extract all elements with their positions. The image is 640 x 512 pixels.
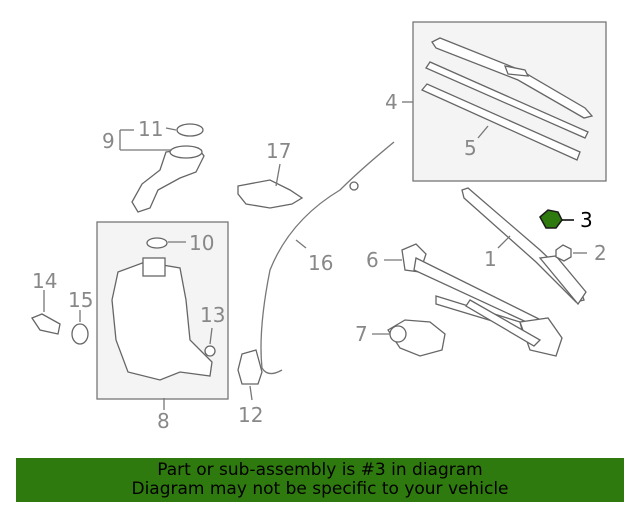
banner-line-2: Diagram may not be specific to your vehi… xyxy=(131,479,509,499)
grommet-part[interactable] xyxy=(204,345,216,357)
callout-14: 14 xyxy=(32,269,57,293)
filler-pipe-part[interactable] xyxy=(131,145,205,213)
callout-3: 3 xyxy=(580,208,593,232)
wiper-blade-part[interactable] xyxy=(420,37,594,161)
callout-13: 13 xyxy=(200,303,225,327)
callout-11: 11 xyxy=(138,117,163,141)
callout-4: 4 xyxy=(385,90,398,114)
callout-1: 1 xyxy=(484,247,497,271)
tank-cap-part[interactable] xyxy=(146,237,168,249)
leader-lines xyxy=(43,101,587,410)
wiper-linkage-part[interactable] xyxy=(401,243,563,357)
callout-10: 10 xyxy=(189,231,214,255)
washer-hose-part[interactable] xyxy=(260,141,395,375)
callout-12: 12 xyxy=(238,403,263,427)
bracket-part[interactable] xyxy=(237,179,304,209)
info-banner: Part or sub-assembly is #3 in diagram Di… xyxy=(16,458,624,502)
wiper-motor-part[interactable] xyxy=(387,319,446,357)
callout-5: 5 xyxy=(464,136,477,160)
pivot-cap-part[interactable] xyxy=(539,209,563,229)
callout-6: 6 xyxy=(366,248,379,272)
callout-17: 17 xyxy=(266,139,291,163)
wiper-arm-part[interactable] xyxy=(461,187,587,306)
level-sensor-part[interactable] xyxy=(31,313,61,335)
callout-2: 2 xyxy=(594,241,607,265)
callout-16: 16 xyxy=(308,251,333,275)
callout-7: 7 xyxy=(355,322,368,346)
banner-line-1: Part or sub-assembly is #3 in diagram xyxy=(157,460,483,480)
washer-tank-part[interactable] xyxy=(111,257,213,381)
nut-part[interactable] xyxy=(555,244,572,262)
filler-cap-part[interactable] xyxy=(176,123,204,137)
callout-8: 8 xyxy=(157,409,170,433)
callout-9: 9 xyxy=(102,129,115,153)
callout-15: 15 xyxy=(68,288,93,312)
seal-part[interactable] xyxy=(71,323,89,345)
washer-pump-part[interactable] xyxy=(237,349,263,385)
